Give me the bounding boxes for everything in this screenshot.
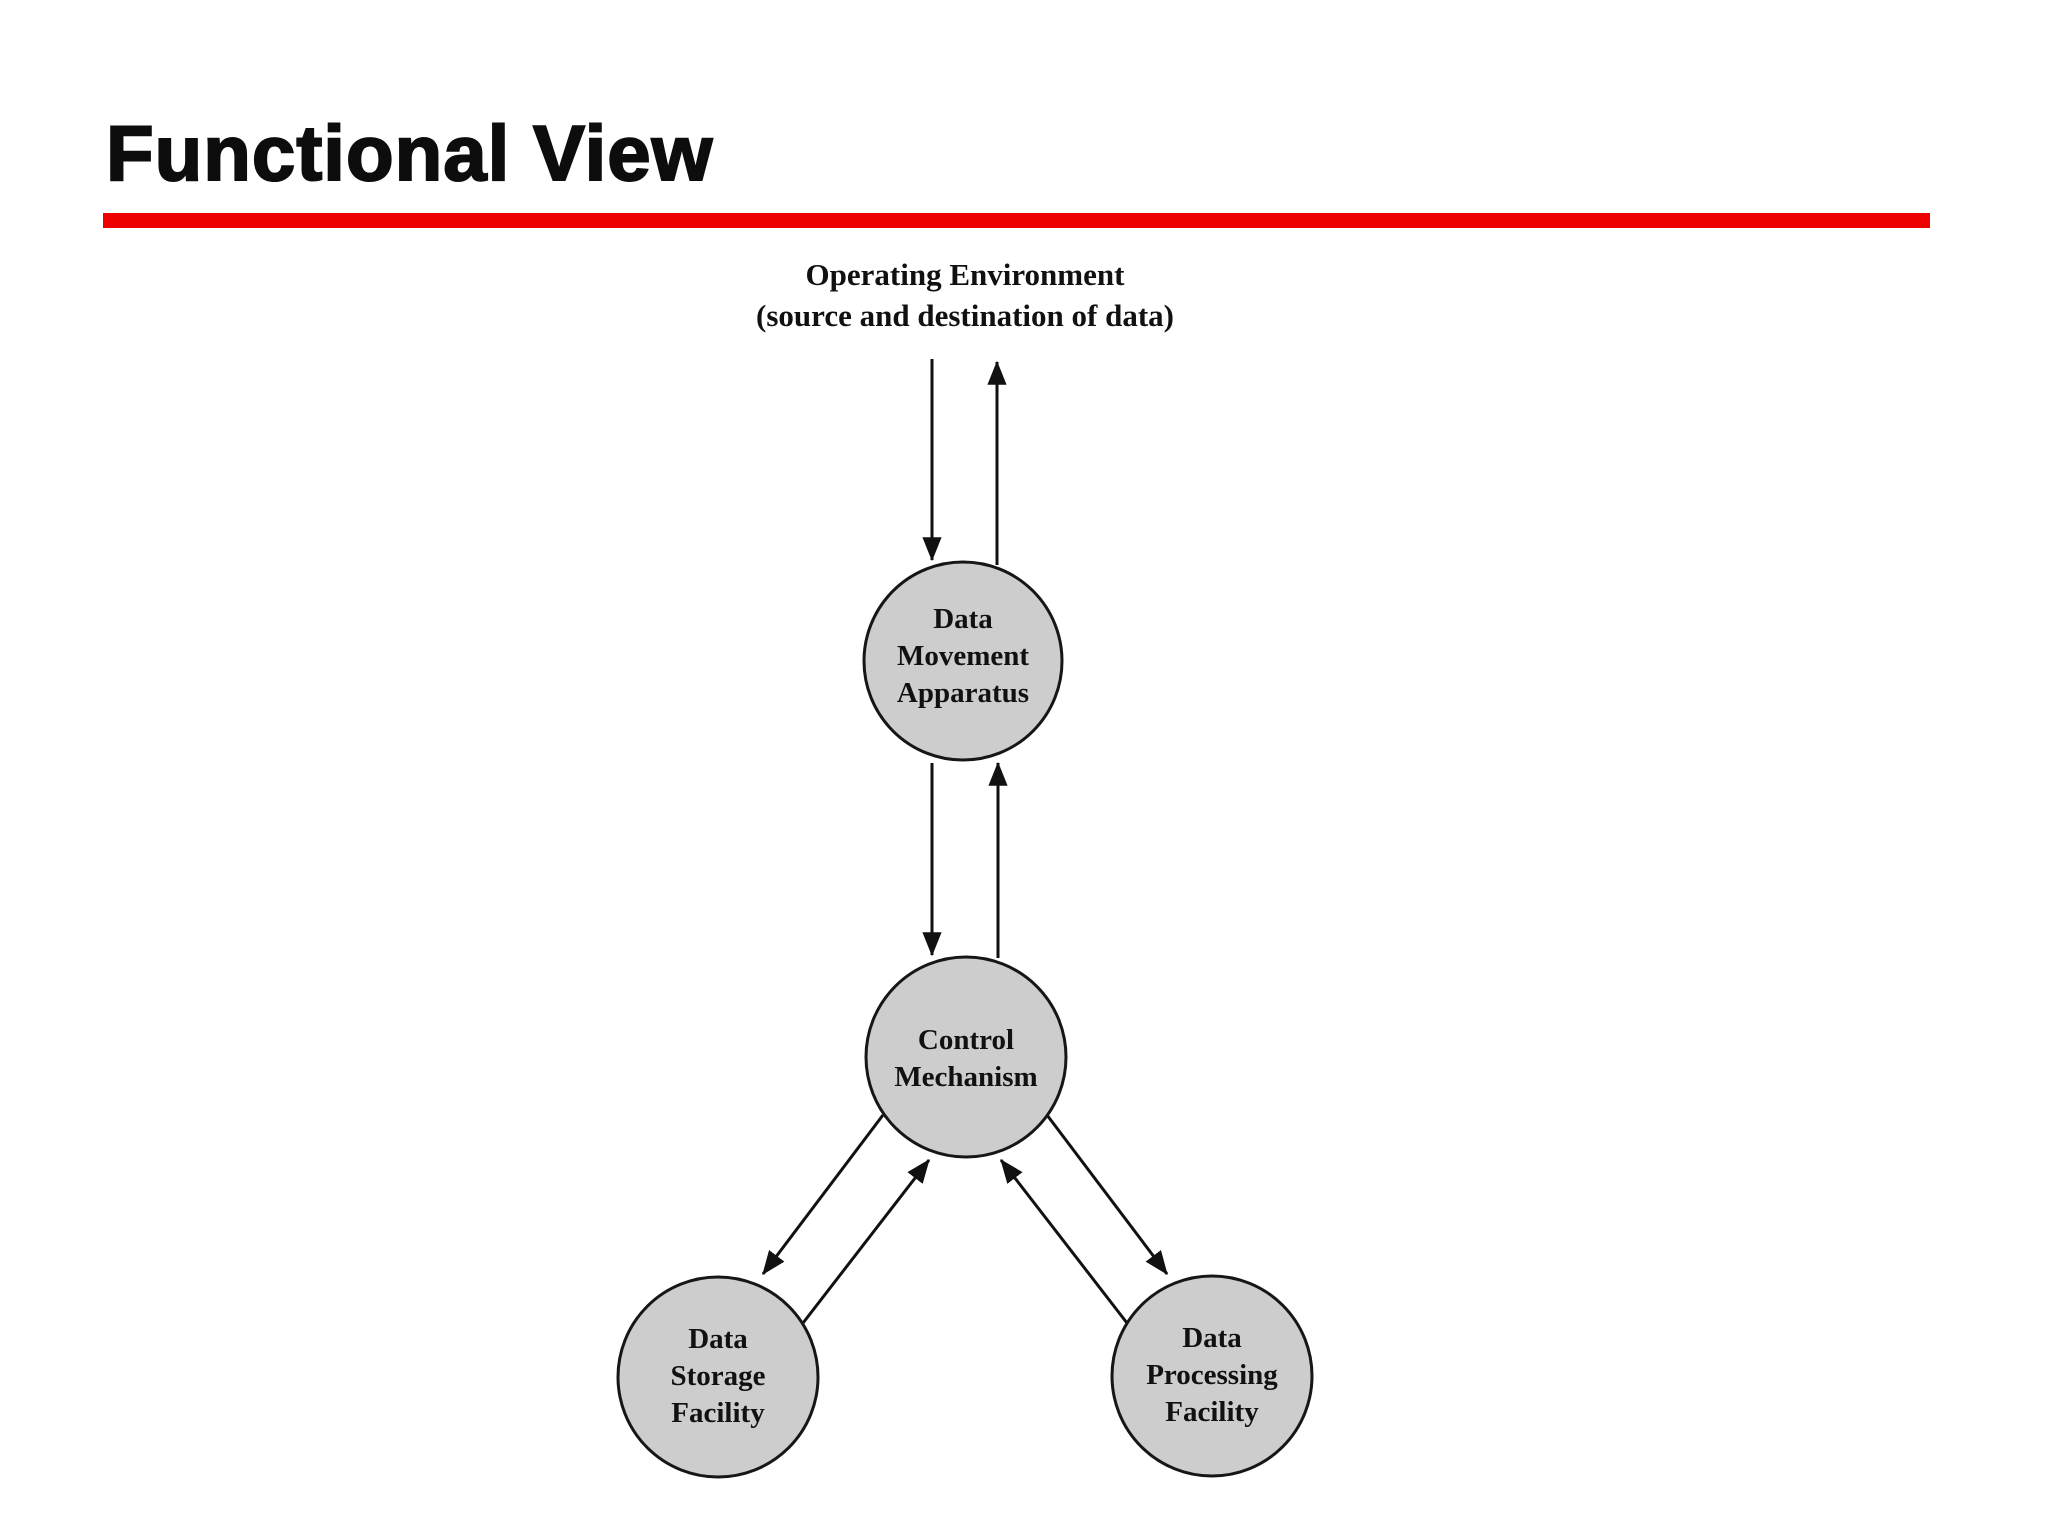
data-storage-facility-label-line1: Data [688,1323,748,1355]
node-data-storage-facility: Data Storage Facility [616,1275,820,1479]
data-storage-facility-circle [616,1275,820,1479]
operating-environment-label-line2: (source and destination of data) [756,298,1174,333]
page-title: Functional View [105,109,714,197]
control-mechanism-circle [864,955,1068,1159]
operating-environment-label-line1: Operating Environment [806,257,1126,292]
control-mechanism-label-line1: Control [918,1024,1014,1056]
data-storage-facility-label-line3: Facility [671,1397,765,1429]
data-processing-facility-label-line1: Data [1182,1322,1242,1354]
title-accent-rule [103,213,1930,228]
data-movement-apparatus-label-line1: Data [933,603,993,635]
data-storage-facility-label-line2: Storage [670,1360,765,1392]
arrow-processing-to-control [999,1159,1129,1324]
arrow-control-to-storage [761,1114,885,1275]
data-movement-apparatus-circle [862,560,1064,762]
data-processing-facility-label-line3: Facility [1165,1396,1259,1428]
node-control-mechanism: Control Mechanism [864,955,1068,1159]
data-processing-facility-circle [1110,1274,1314,1478]
control-mechanism-label-line2: Mechanism [894,1061,1037,1093]
arrow-storage-to-control [801,1159,931,1324]
node-data-movement-apparatus: Data Movement Apparatus [862,560,1064,762]
arrow-control-to-processing [1045,1114,1169,1275]
node-data-processing-facility: Data Processing Facility [1110,1274,1314,1478]
data-movement-apparatus-label-line3: Apparatus [897,677,1029,709]
data-processing-facility-label-line2: Processing [1146,1359,1278,1391]
data-movement-apparatus-label-line2: Movement [897,640,1029,672]
